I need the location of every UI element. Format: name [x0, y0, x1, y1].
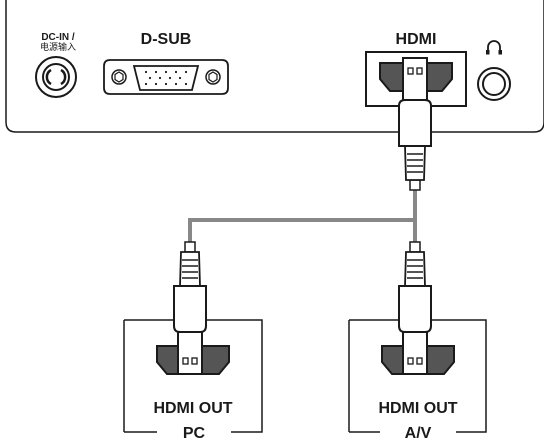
hdmi-label: HDMI: [396, 31, 437, 48]
dsub-label: D-SUB: [141, 31, 192, 48]
pc-hdmi-out-label: HDMI OUT: [153, 400, 232, 417]
av-device-label: A/V: [405, 425, 432, 438]
dc-in-label: DC-IN /: [41, 32, 75, 43]
hdmi-cable: [188, 186, 417, 246]
pc-device-label: PC: [183, 425, 206, 438]
headphone-jack: [477, 40, 511, 101]
dc-in-port: [35, 56, 77, 98]
av-hdmi-out-label: HDMI OUT: [378, 400, 457, 417]
av-device: [348, 319, 487, 433]
dc-in-label-cn: 电源输入: [40, 41, 76, 52]
monitor-hdmi-plug: [399, 58, 431, 190]
pc-hdmi-plug: [173, 241, 207, 375]
av-hdmi-plug: [398, 241, 432, 375]
dsub-port: [103, 59, 229, 95]
